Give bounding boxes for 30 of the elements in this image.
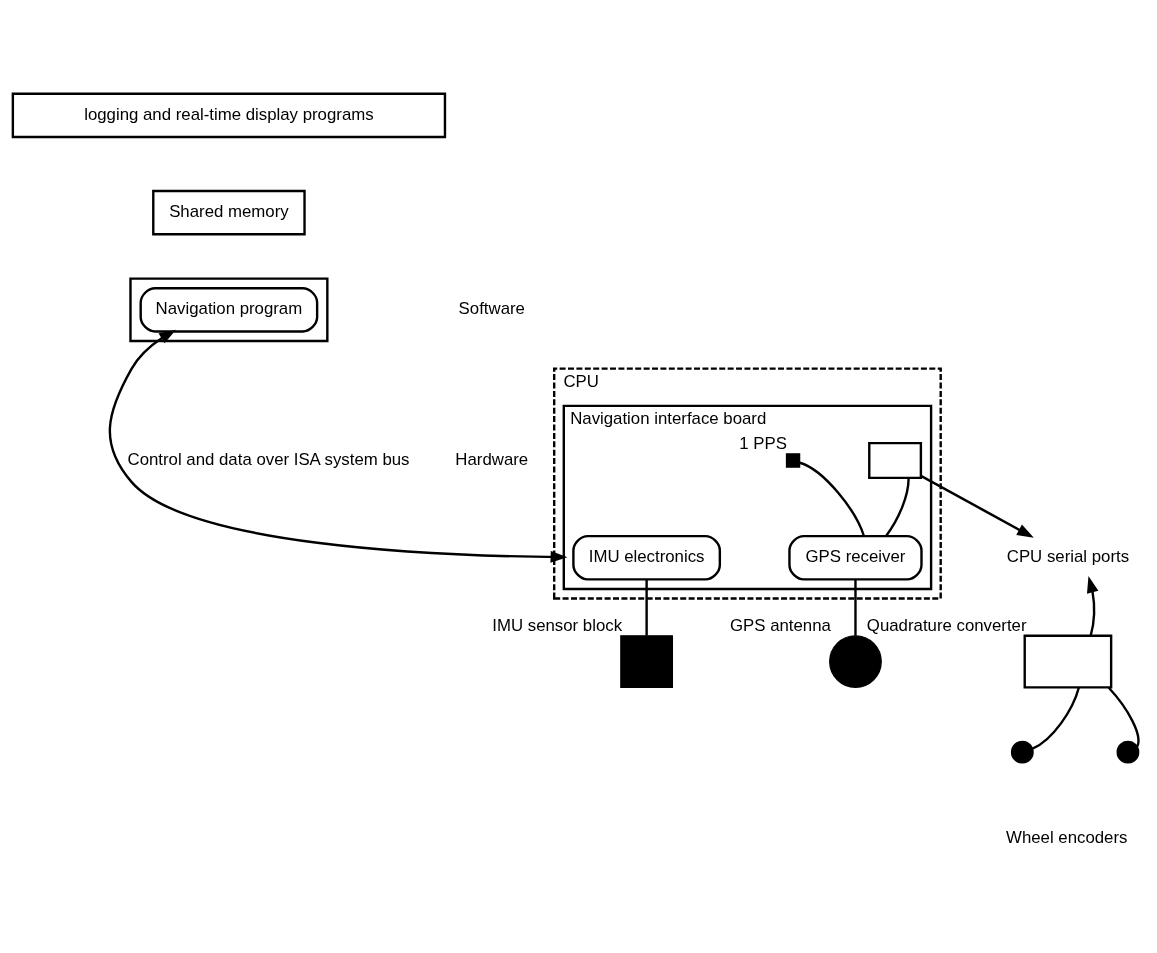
node-box: IMU electronics: [572, 534, 722, 581]
arrow: [108, 329, 568, 563]
connector: [885, 477, 910, 537]
arrow: [920, 474, 1034, 538]
node-box: logging and real-time display programs: [11, 92, 447, 138]
node-box: GPS receiver: [788, 534, 923, 581]
node-box: [1023, 634, 1113, 689]
connector: [799, 461, 866, 536]
label: Hardware: [455, 449, 529, 469]
node-box: [868, 441, 923, 479]
node-box: [620, 634, 673, 688]
edge-label: Control and data over ISA system bus: [127, 449, 410, 469]
node-circle: [1116, 740, 1140, 764]
node-label: IMU sensor block: [492, 615, 623, 635]
connector: [1107, 686, 1140, 747]
node-label: Quadrature converter: [866, 615, 1027, 635]
node-box: Shared memory: [152, 189, 306, 235]
connector: [1032, 686, 1080, 750]
node-text: CPU serial ports: [1006, 546, 1130, 566]
node-label: 1 PPS: [739, 433, 787, 453]
label: Software: [458, 298, 525, 318]
node-box: Navigation program: [139, 286, 319, 333]
node-label: GPS antenna: [730, 615, 831, 635]
node-box: [785, 452, 801, 468]
connector: [854, 578, 857, 636]
node-circle: [829, 634, 882, 688]
arrow: [1087, 575, 1099, 636]
node-circle: [1010, 740, 1034, 764]
label: Wheel encoders: [1006, 827, 1128, 847]
connector: [645, 578, 648, 636]
